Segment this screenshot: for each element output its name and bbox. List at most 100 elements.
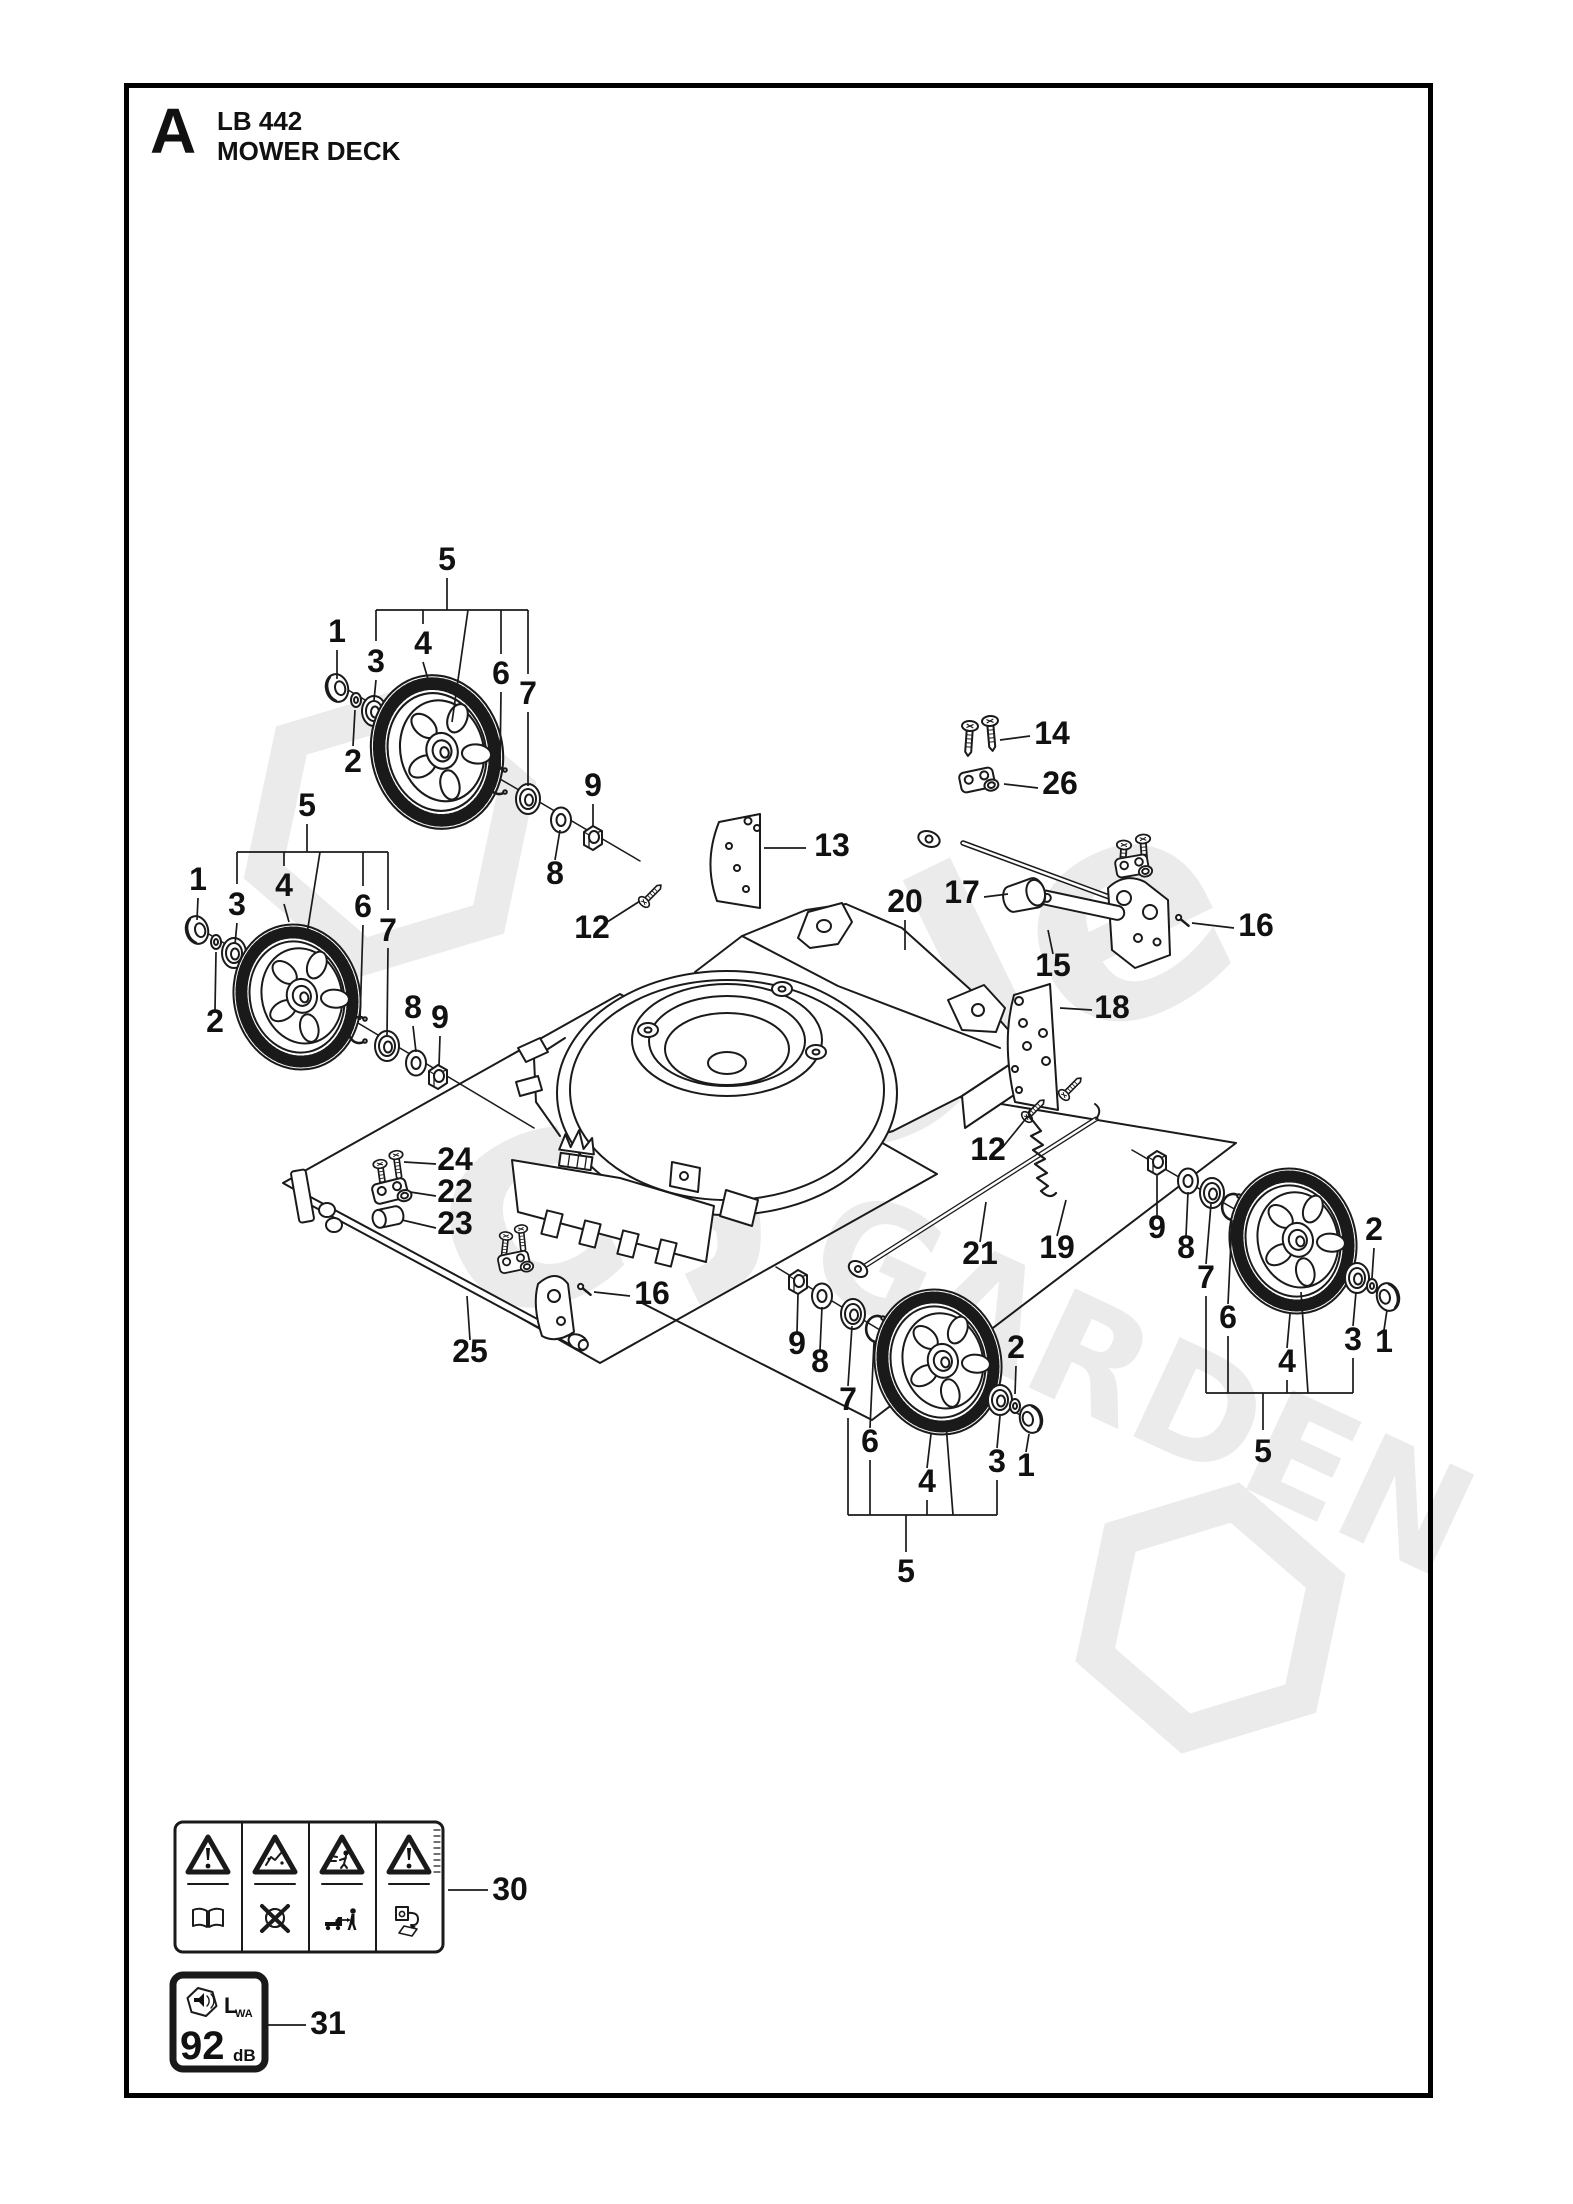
axle-rod-25-assembly	[290, 1168, 594, 1352]
callout-2-wheel-a: 2	[344, 743, 362, 779]
screw-14-a	[958, 719, 980, 758]
wheel-5	[1215, 1156, 1371, 1327]
callout-5-wheel-d: 5	[1254, 1433, 1272, 1469]
callout-5-wheel-c: 5	[897, 1553, 915, 1589]
callout-1-wheel-b: 1	[189, 861, 207, 897]
bearing-7	[374, 1030, 400, 1062]
wheel-assembly-front-right	[775, 1266, 1047, 1447]
handle-clamp-hardware	[917, 714, 1192, 969]
bolt-pads	[637, 981, 827, 1060]
guard-plate-13	[635, 813, 761, 911]
callout-18: 18	[1094, 989, 1130, 1025]
brand-crown-logo	[557, 1129, 595, 1172]
callout-30: 30	[492, 1871, 528, 1907]
callout-8-wheel-b: 8	[404, 989, 422, 1025]
lever-knob-17	[1002, 877, 1047, 913]
leaders-wheel-b	[196, 824, 441, 1067]
callout-6-wheel-d: 6	[1219, 1299, 1237, 1335]
lwa-subscript: WA	[235, 2008, 253, 2020]
washer-2	[1366, 1278, 1378, 1294]
speaker-hex-icon	[186, 1987, 218, 2017]
callout-7-wheel-a: 7	[519, 675, 537, 711]
warning-triangle-icon-2	[389, 1837, 429, 1872]
callout-6-wheel-c: 6	[861, 1423, 879, 1459]
title-block: A LB 442 MOWER DECK	[150, 95, 401, 167]
callout-6-wheel-a: 6	[492, 655, 510, 691]
bearing-7	[515, 783, 541, 815]
wheel-assembly-front-left	[321, 662, 641, 862]
callout-9-wheel-b: 9	[431, 999, 449, 1035]
callout-2-wheel-c: 2	[1007, 1329, 1025, 1365]
callout-7-wheel-c: 7	[839, 1381, 857, 1417]
decal-part-number-microtext	[433, 1829, 441, 1873]
noise-value: 92	[180, 2024, 225, 2068]
noise-decal-31: L WA 92 dB	[169, 1971, 269, 2073]
section-letter: A	[150, 95, 196, 167]
callout-4-wheel-b: 4	[275, 867, 293, 903]
model-name: LB 442	[217, 106, 302, 136]
callout-24: 24	[437, 1141, 473, 1177]
keep-distance-icon	[325, 1908, 357, 1931]
washer-8	[550, 806, 572, 834]
callout-1-wheel-a: 1	[328, 613, 346, 649]
washer-2	[210, 934, 222, 950]
callout-20: 20	[887, 883, 923, 919]
callout-16-left: 16	[634, 1275, 670, 1311]
page-title: MOWER DECK	[217, 136, 401, 166]
rotating-blade-icon	[260, 1904, 290, 1933]
callout-13: 13	[814, 827, 850, 863]
washer-8	[405, 1049, 427, 1077]
blade-hazard-triangle-icon	[255, 1837, 295, 1872]
callout-9-wheel-a: 9	[584, 767, 602, 803]
nut-9	[428, 1064, 448, 1090]
callout-1-wheel-c: 1	[1017, 1447, 1035, 1483]
callout-9-wheel-c: 9	[788, 1325, 806, 1361]
callout-12-plate-13: 12	[574, 909, 610, 945]
callout-21: 21	[962, 1235, 998, 1271]
callout-8-wheel-d: 8	[1177, 1229, 1195, 1265]
callout-2-wheel-b: 2	[206, 1003, 224, 1039]
screw-14-b	[980, 714, 1002, 753]
bearing-7	[1199, 1177, 1225, 1209]
callout-4-wheel-a: 4	[414, 625, 432, 661]
callout-2-wheel-d: 2	[1365, 1211, 1383, 1247]
callout-17: 17	[944, 874, 980, 910]
callout-4-wheel-d: 4	[1278, 1343, 1296, 1379]
guard-plate-18	[1006, 983, 1087, 1126]
callout-26: 26	[1042, 765, 1078, 801]
bearing-3	[987, 1384, 1013, 1416]
callout-leader-lines	[196, 578, 1388, 2026]
noise-unit: dB	[233, 2046, 256, 2065]
safety-decal-30	[173, 1820, 445, 1954]
leaders-wheel-d	[1156, 1176, 1388, 1430]
washer-2	[350, 692, 362, 708]
callout-12-plate-18: 12	[970, 1131, 1006, 1167]
callout-3-wheel-d: 3	[1344, 1321, 1362, 1357]
callout-23: 23	[437, 1205, 473, 1241]
nut-9	[788, 1269, 808, 1295]
callout-3-wheel-a: 3	[367, 643, 385, 679]
bearing-7	[840, 1298, 866, 1330]
callout-9-wheel-d: 9	[1148, 1209, 1166, 1245]
mower-deck-housing-20	[511, 902, 1015, 1268]
callout-3-wheel-c: 3	[988, 1443, 1006, 1479]
bearing-3	[1344, 1262, 1370, 1294]
callout-1-wheel-d: 1	[1375, 1323, 1393, 1359]
disconnect-spark-icon	[395, 1906, 419, 1937]
wheel-assembly-rear-left	[181, 912, 535, 1129]
callout-5-wheel-b: 5	[298, 787, 316, 823]
callout-8-wheel-c: 8	[811, 1343, 829, 1379]
callout-25: 25	[452, 1333, 488, 1369]
adjuster-rod-21	[847, 1103, 1101, 1279]
callout-7-wheel-d: 7	[1197, 1259, 1215, 1295]
wheel-assembly-rear-right	[1131, 1149, 1404, 1327]
callout-6-wheel-b: 6	[354, 888, 372, 924]
callout-3-wheel-b: 3	[228, 886, 246, 922]
screw-12-plate-13	[635, 879, 667, 911]
washer-8	[811, 1282, 833, 1310]
thrown-object-triangle-icon	[322, 1837, 362, 1872]
callout-16-right: 16	[1238, 907, 1274, 943]
exploded-diagram	[181, 662, 1404, 1447]
hubcap-1	[1372, 1279, 1404, 1315]
